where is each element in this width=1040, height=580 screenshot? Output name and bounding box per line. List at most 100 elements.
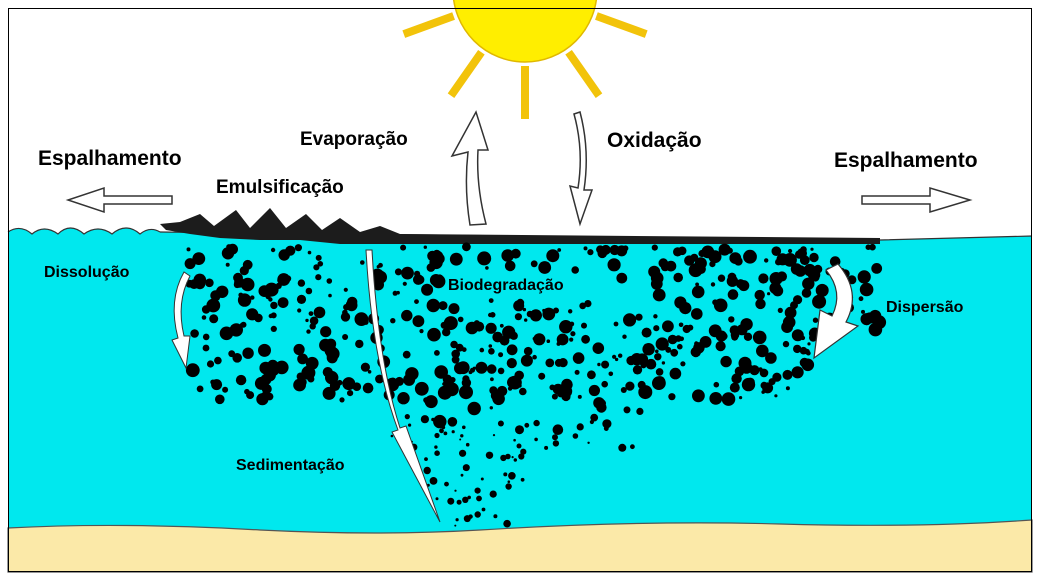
oil-droplet — [756, 345, 769, 358]
oil-droplet — [679, 337, 684, 342]
oil-droplet — [783, 341, 789, 347]
oil-droplet — [279, 249, 290, 260]
oil-droplet — [618, 444, 626, 452]
oil-slick — [160, 208, 880, 244]
oil-droplet — [813, 318, 818, 323]
oil-droplet — [712, 299, 718, 305]
oil-droplet — [227, 244, 238, 255]
oil-droplet — [271, 248, 275, 252]
oil-droplet — [547, 339, 551, 343]
oil-droplet — [452, 430, 455, 433]
oil-droplet — [530, 309, 542, 321]
evaporation-arrow — [452, 112, 488, 225]
oil-droplet — [720, 356, 731, 367]
oil-droplet — [308, 251, 312, 255]
oil-droplet — [462, 426, 466, 430]
spreading-right-arrow — [862, 188, 970, 212]
oil-droplet — [545, 359, 554, 368]
oil-droplet — [531, 260, 538, 267]
oil-droplet — [578, 395, 582, 399]
oil-droplet — [294, 344, 305, 355]
oil-droplet — [808, 269, 820, 281]
oil-droplet — [214, 357, 222, 365]
oil-droplet — [187, 247, 191, 251]
oil-droplet — [207, 360, 214, 367]
oil-droplet — [859, 296, 864, 301]
oil-droplet — [486, 323, 497, 334]
oil-droplet — [508, 480, 511, 483]
oil-droplet — [621, 387, 627, 393]
oil-droplet — [581, 323, 587, 329]
oil-droplet — [646, 359, 657, 370]
oil-droplet — [457, 361, 470, 374]
oil-droplet — [604, 426, 609, 431]
oil-droplet — [694, 341, 698, 345]
oil-droplet — [343, 304, 349, 310]
oil-droplet — [609, 372, 614, 377]
oil-droplet — [298, 279, 305, 286]
oil-droplet — [454, 490, 456, 492]
oil-droplet — [462, 242, 471, 251]
oil-droplet — [498, 421, 504, 427]
oil-droplet — [761, 390, 765, 394]
oil-droplet — [579, 303, 586, 310]
oil-droplet — [510, 350, 514, 354]
oil-droplet — [490, 406, 493, 409]
oil-droplet — [415, 382, 429, 396]
oil-droplet — [493, 514, 497, 518]
oil-droplet — [505, 261, 516, 272]
oil-droplet — [454, 525, 456, 527]
oil-droplet — [767, 292, 770, 295]
oil-droplet — [275, 361, 289, 375]
oil-droplet — [810, 248, 813, 251]
oil-droplet — [314, 307, 326, 319]
oil-droplet — [215, 395, 225, 405]
oil-droplet — [434, 450, 440, 456]
oil-droplet — [414, 271, 420, 277]
oil-droplet — [731, 331, 740, 340]
oil-droplet — [709, 392, 722, 405]
oil-droplet — [403, 351, 411, 359]
oil-droplet — [222, 387, 228, 393]
oil-droplet — [328, 294, 332, 298]
oil-droplet — [305, 319, 308, 322]
oil-droplet — [741, 362, 753, 374]
oil-droplet — [692, 286, 705, 299]
oil-droplet — [438, 386, 452, 400]
sun — [401, 0, 649, 115]
oil-droplet — [553, 440, 559, 446]
oil-droplet — [500, 324, 504, 328]
oil-droplet — [226, 263, 230, 267]
label-sedimentation: Sedimentação — [236, 458, 344, 474]
oil-droplet — [489, 298, 494, 303]
oil-droplet — [616, 273, 627, 284]
oil-droplet — [680, 361, 685, 366]
oil-droplet — [459, 439, 461, 441]
oil-droplet — [653, 314, 657, 318]
oil-droplet — [186, 363, 200, 377]
oil-droplet — [413, 315, 425, 327]
oil-droplet — [254, 314, 263, 323]
oil-droplet — [816, 284, 829, 297]
oil-droplet — [278, 297, 289, 308]
oil-droplet — [871, 263, 882, 274]
oil-droplet — [427, 299, 440, 312]
oil-droplet — [786, 386, 790, 390]
oil-droplet — [450, 341, 458, 349]
oil-droplet — [662, 361, 665, 364]
oil-droplet — [587, 442, 589, 444]
label-spreading-left: Espalhamento — [38, 148, 182, 169]
oil-droplet — [500, 455, 506, 461]
oil-droplet — [397, 392, 409, 404]
oil-droplet — [444, 482, 449, 487]
label-dispersion: Dispersão — [886, 300, 963, 316]
oil-droplet — [320, 326, 331, 337]
oil-droplet — [480, 348, 485, 353]
oil-droplet — [559, 320, 572, 333]
label-dissolution: Dissolução — [44, 265, 129, 281]
oil-droplet — [636, 408, 643, 415]
oil-droplet — [460, 434, 463, 437]
oil-droplet — [683, 325, 691, 333]
oil-droplet — [807, 342, 810, 345]
seabed — [8, 520, 1032, 572]
